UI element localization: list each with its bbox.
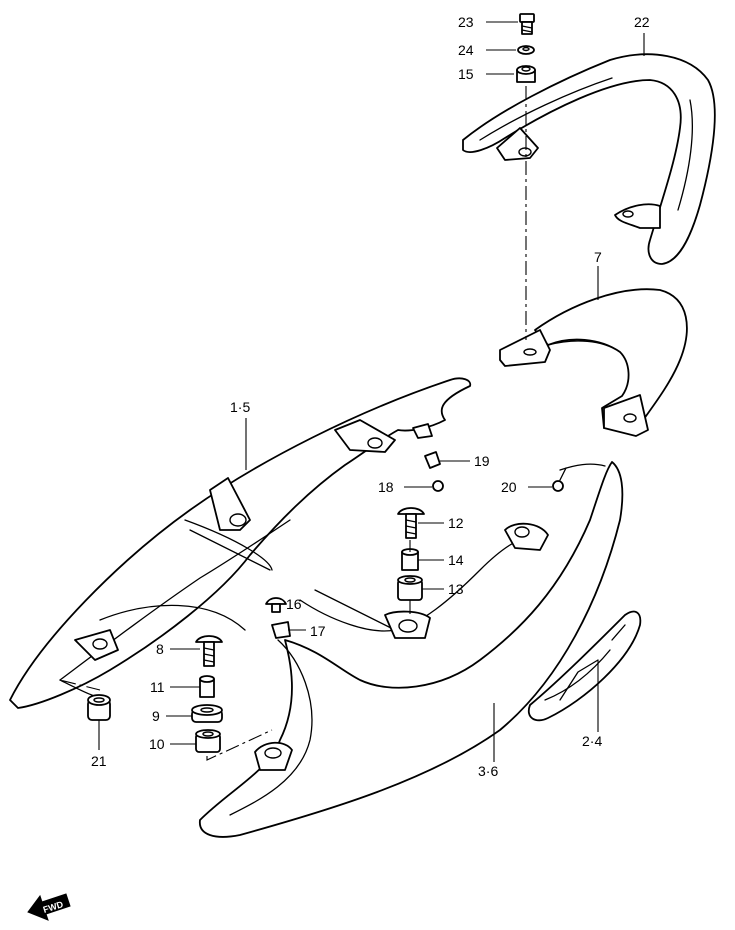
bolt-12-part[interactable]: [397, 507, 425, 539]
assembly-lines: [59, 86, 527, 761]
callout-19: 19: [440, 453, 490, 469]
callout-label: 20: [501, 479, 517, 495]
nut-17-part[interactable]: [271, 621, 291, 639]
callout-9: 9: [152, 708, 192, 724]
callout-15: 15: [458, 66, 514, 82]
grab-rail-part[interactable]: [462, 53, 716, 265]
right-side-cover-part[interactable]: [199, 461, 624, 838]
callout-label: 3·6: [478, 763, 498, 779]
callout-label: 7: [594, 249, 602, 265]
callout-23: 23: [458, 14, 518, 30]
bolt-8-part[interactable]: [195, 635, 223, 667]
washer-part[interactable]: [517, 45, 535, 55]
callout-24: 24: [458, 42, 516, 58]
callout-label: 24: [458, 42, 474, 58]
spacer-11-part[interactable]: [199, 675, 215, 698]
collar-part[interactable]: [516, 65, 536, 83]
callout-label: 10: [149, 736, 165, 752]
screw-part[interactable]: [424, 451, 441, 469]
washer-9-part[interactable]: [191, 704, 223, 723]
callout-22: 22: [634, 14, 650, 56]
callout-11: 11: [150, 679, 200, 695]
callout-label: 12: [448, 515, 464, 531]
callout-17: 17: [288, 623, 326, 639]
callout-label: 16: [286, 596, 302, 612]
callout-13: 13: [422, 581, 464, 597]
callout-label: 17: [310, 623, 326, 639]
callout-12: 12: [418, 515, 464, 531]
callout-label: 15: [458, 66, 474, 82]
callout-14: 14: [418, 552, 464, 568]
seat-cover-part[interactable]: [499, 288, 688, 437]
bolt-part[interactable]: [519, 13, 535, 35]
callout-label: 22: [634, 14, 650, 30]
callout-label: 9: [152, 708, 160, 724]
callout-18: 18: [378, 479, 432, 495]
grommet-21-part[interactable]: [87, 694, 111, 721]
callout-7: 7: [594, 249, 602, 300]
callout-21: 21: [91, 720, 107, 769]
emblem-part[interactable]: [527, 610, 642, 722]
spacer-14-part[interactable]: [401, 548, 419, 571]
callout-label: 23: [458, 14, 474, 30]
callout-label: 18: [378, 479, 394, 495]
callout-label: 2·4: [582, 733, 602, 749]
callout-label: 14: [448, 552, 464, 568]
callout-16: 16: [286, 596, 302, 612]
callout-20: 20: [501, 479, 552, 495]
callout-label: 21: [91, 753, 107, 769]
callout-1-5: 1·5: [230, 399, 250, 470]
clip-part[interactable]: [552, 467, 567, 492]
nut-part[interactable]: [432, 480, 444, 492]
callout-label: 8: [156, 641, 164, 657]
callout-label: 11: [150, 679, 165, 695]
grommet-10-part[interactable]: [195, 729, 221, 753]
callout-10: 10: [149, 736, 196, 752]
screw-16-part[interactable]: [265, 597, 287, 613]
callout-2-4: 2·4: [582, 660, 602, 749]
fwd-arrow: FWD: [27, 893, 71, 921]
callout-3-6: 3·6: [478, 703, 498, 779]
callout-label: 1·5: [230, 399, 250, 415]
left-side-cover-part[interactable]: [9, 377, 472, 709]
grommet-13-part[interactable]: [397, 575, 423, 601]
callout-label: 19: [474, 453, 490, 469]
callout-8: 8: [156, 641, 200, 657]
callout-label: 13: [448, 581, 464, 597]
